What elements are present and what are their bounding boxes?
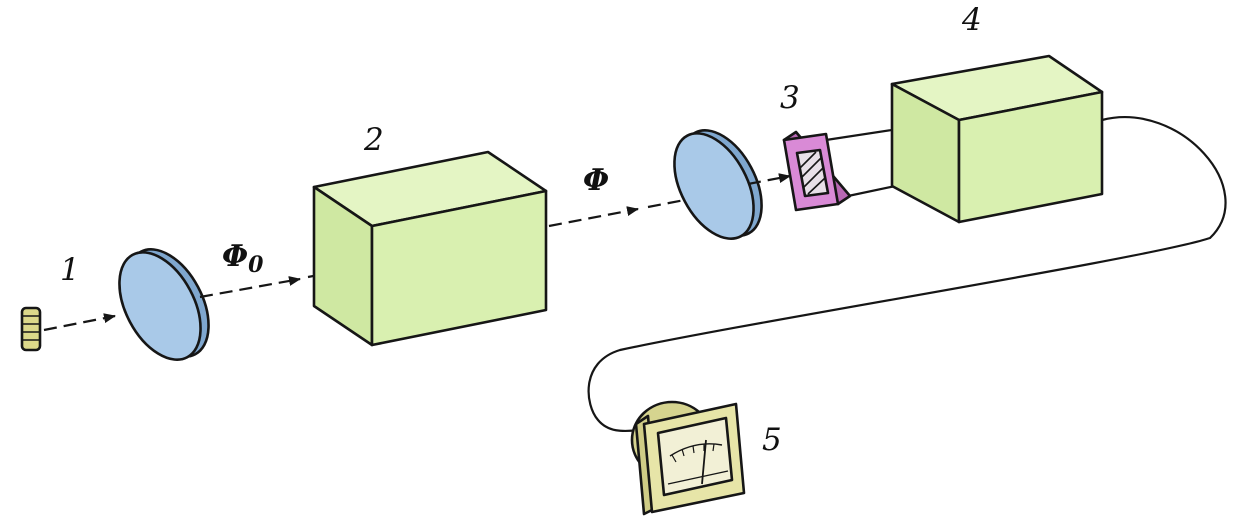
label-meter: 5: [762, 422, 782, 458]
beam-lens-to-monochromator: [199, 276, 301, 299]
meter-base-line: [667, 470, 729, 485]
label-amplifier: 4: [961, 2, 982, 38]
label-monochromator: 2: [363, 122, 384, 158]
label-flux-out: Φ: [583, 163, 609, 198]
beam-to-lens-2: [647, 197, 691, 209]
lens-2: [673, 129, 763, 240]
detector-window: [795, 148, 830, 198]
label-detector: 3: [780, 80, 800, 116]
monochromator-front-face: [370, 189, 548, 347]
meter-scale: [669, 443, 723, 457]
lens-1-face: [118, 251, 202, 361]
detector-hatching: [799, 151, 826, 195]
amplifier-front-face: [957, 90, 1104, 224]
label-flux-in: Φ0: [222, 239, 264, 278]
monochromator-box: [312, 150, 548, 347]
label-flux-in-subscript: 0: [248, 252, 264, 278]
cable-amplifier-to-meter: [587, 116, 1227, 433]
beam-source-to-lens: [43, 313, 116, 332]
meter-face: [656, 416, 734, 497]
lens-1: [118, 248, 210, 361]
label-flux-in-symbol: Φ: [222, 239, 248, 274]
label-source: 1: [60, 252, 80, 288]
meter: [630, 400, 746, 516]
light-source-body: [20, 306, 42, 352]
beam-monochromator-to-lens: [548, 206, 639, 228]
detector: [782, 130, 852, 212]
amplifier-box: [890, 54, 1104, 224]
light-source: [20, 306, 42, 352]
meter-scale-ticks: [671, 443, 715, 463]
beam-lens-to-detector: [747, 173, 791, 186]
lens-2-face: [673, 132, 755, 240]
